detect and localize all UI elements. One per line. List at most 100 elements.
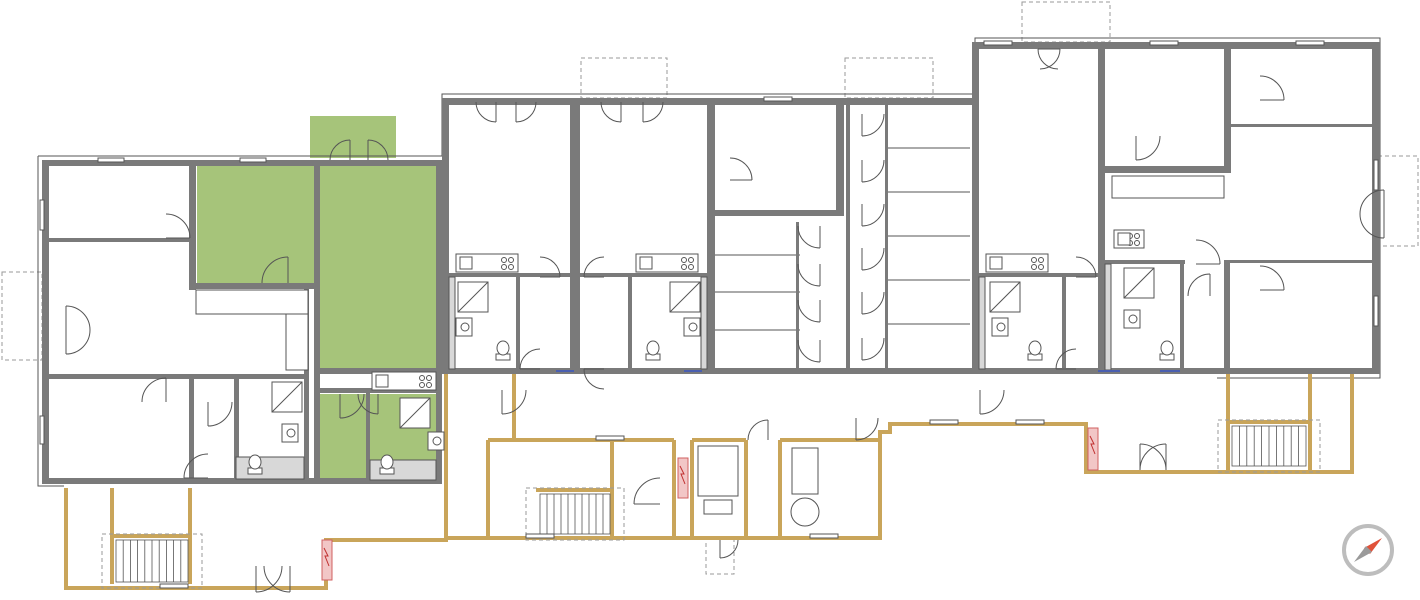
door-swing-icon <box>339 393 365 419</box>
door-swing-icon <box>729 157 753 181</box>
wall-int <box>836 105 844 215</box>
door-swing-icon <box>207 401 233 427</box>
door-swing-icon <box>1259 265 1285 291</box>
door-swing-icon <box>855 417 879 441</box>
door-swing-icon <box>583 368 605 390</box>
door-swing-icon <box>357 393 379 415</box>
door-swing-icon <box>861 291 885 315</box>
door-swing-icon <box>861 247 885 271</box>
stove-icon <box>1113 229 1145 249</box>
door-swing-icon <box>633 477 661 505</box>
sink-icon <box>281 423 299 443</box>
compass-icon <box>1342 524 1394 576</box>
green-room-lower <box>320 394 368 482</box>
wall-int <box>189 378 194 480</box>
sink-icon <box>427 431 445 451</box>
green-balcony <box>310 116 396 158</box>
timber-stair-right <box>1226 374 1312 470</box>
fixtures <box>195 175 1225 475</box>
window <box>39 199 45 231</box>
shafts <box>321 427 1099 581</box>
door-swing-icon <box>329 139 351 161</box>
green-room-center <box>320 166 438 372</box>
wall-int <box>304 289 309 480</box>
door-swing-icon <box>1055 348 1077 370</box>
toilet-icon <box>1027 340 1043 361</box>
door-swing-icon <box>519 348 541 370</box>
window <box>983 40 1013 46</box>
door-swing-icon <box>600 101 622 123</box>
wall-int <box>1230 260 1372 263</box>
sink-icon <box>455 317 473 337</box>
window <box>525 533 555 539</box>
stove-icon <box>195 289 309 371</box>
door-swing-icon <box>1075 256 1097 278</box>
door-swing-icon <box>642 101 664 123</box>
door-swing-icon <box>261 256 289 284</box>
door-swing-icon <box>367 139 389 161</box>
projection-top-3 <box>1021 1 1111 43</box>
window <box>595 435 625 441</box>
wall-int <box>885 105 888 368</box>
wall-int <box>49 238 189 242</box>
toilet-icon <box>247 454 263 475</box>
window <box>1373 159 1379 191</box>
shower-icon <box>989 281 1021 313</box>
stove-icon <box>371 371 437 391</box>
door-swing-icon <box>797 299 821 323</box>
chase <box>1104 263 1112 371</box>
wall-int <box>1062 277 1066 369</box>
door-swing-icon <box>747 419 769 441</box>
door-swing-icon <box>539 256 561 278</box>
projection-left <box>1 271 43 361</box>
projection-right <box>1377 155 1419 247</box>
window <box>39 415 45 445</box>
wall-mid-bottom <box>442 368 1378 374</box>
wall-int <box>628 277 632 369</box>
shaft-icon <box>1087 427 1099 471</box>
shower-icon <box>271 381 303 413</box>
wall-left-side <box>42 160 49 484</box>
shower-icon <box>1123 267 1155 299</box>
door-swing-icon <box>501 389 527 415</box>
toilet-icon <box>1159 340 1175 361</box>
wall-mid-top <box>442 98 976 105</box>
wall-int <box>570 105 580 369</box>
door-swing-icon <box>255 565 283 593</box>
door-swing-icon <box>141 377 167 403</box>
door-swing-icon <box>475 101 497 123</box>
wall-int <box>846 105 850 369</box>
door-swing-icon <box>1359 189 1385 215</box>
stairs <box>101 419 1321 589</box>
wall-int <box>1180 264 1184 370</box>
door-swing-icon <box>1135 135 1161 161</box>
tank-box <box>791 447 819 495</box>
toilet-icon <box>379 454 395 475</box>
toilet-icon <box>645 340 661 361</box>
wall-left-top <box>42 160 442 166</box>
stove-icon <box>635 253 699 273</box>
timber-stair-core <box>536 440 614 538</box>
toilet-icon <box>495 340 511 361</box>
window <box>1295 40 1325 46</box>
wall-int <box>1224 49 1231 173</box>
door-swing-icon <box>861 159 885 183</box>
wall-int <box>1105 260 1185 264</box>
lift-door <box>703 499 733 515</box>
windows <box>39 40 1379 589</box>
shower-icon <box>457 281 489 313</box>
projection-top-2 <box>844 57 934 99</box>
wall-int <box>516 277 520 369</box>
window <box>929 419 959 425</box>
chase <box>700 276 708 370</box>
shaft-icon <box>677 457 689 499</box>
wall-int <box>314 166 320 482</box>
door-swing-icon <box>183 453 209 479</box>
door-swing-icon <box>797 263 821 287</box>
wall-int <box>366 393 370 481</box>
wall-int <box>715 210 844 216</box>
door-swing-icon <box>797 225 821 249</box>
stove-icon <box>985 253 1049 273</box>
door-swing-icon <box>263 565 291 593</box>
